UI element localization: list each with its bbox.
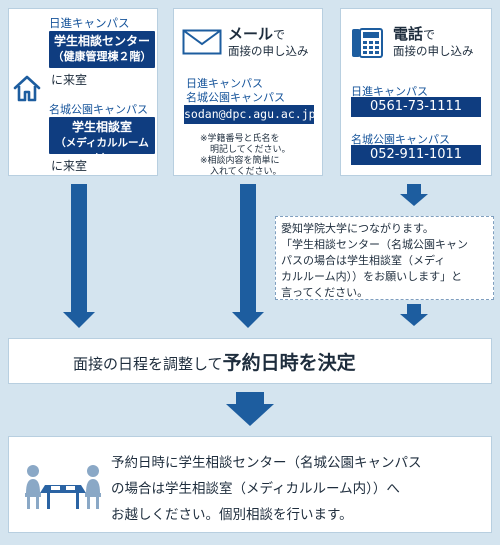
phone-note-line4: カルルーム内））をお願いします」と: [281, 270, 463, 283]
mail-note1-line1: ※学籍番号と氏名を: [200, 134, 280, 144]
visit-box: 日進キャンパス 学生相談センター （健康管理棟２階） に来室 名城公園キャンパス…: [8, 8, 158, 176]
phone-note-line5: 言ってください。: [281, 286, 369, 299]
arrow-phone-head: [400, 194, 428, 206]
arrow-phone-shaft: [407, 184, 421, 194]
phone-icon: [352, 28, 383, 58]
visit-come2: に来室: [51, 159, 88, 173]
schedule-lead: 面接の日程を調整して: [73, 355, 223, 373]
arrow-visit-shaft: [71, 184, 87, 312]
visit-room1-line1: 学生相談センター: [53, 34, 150, 48]
visit-room1-line2: （健康管理棟２階）: [52, 50, 152, 63]
mail-note2-line1: ※相談内容を簡単に: [200, 156, 280, 166]
mail-note1-line2: 明記してください。: [210, 145, 291, 155]
arrow-mail-head: [232, 312, 264, 328]
visit-campus2: 名城公園キャンパス: [49, 103, 148, 116]
phone-title-de: で: [423, 28, 436, 42]
final-line3: お越しください。個別相談を行います。: [111, 507, 353, 523]
mail-campus1: 日進キャンパス: [186, 77, 263, 90]
mail-title-de: で: [273, 28, 286, 42]
phone-title-em: 電話: [393, 25, 424, 43]
arrow-mail-shaft: [240, 184, 256, 312]
phone-box: 電話で 面接の申し込み 日進キャンパス 0561-73-1111 名城公園キャン…: [340, 8, 492, 176]
schedule-box: 面接の日程を調整して予約日時を決定: [8, 338, 492, 384]
visit-room1-tag: 学生相談センター （健康管理棟２階）: [49, 31, 155, 68]
arrow-final-head: [226, 404, 274, 426]
mail-box: メールで 面接の申し込み 日進キャンパス 名城公園キャンパス sodan@dpc…: [173, 8, 323, 177]
phone-subtitle: 面接の申し込み: [393, 44, 474, 58]
phone-title: 電話で: [393, 23, 435, 44]
mail-subtitle: 面接の申し込み: [228, 44, 309, 58]
phone-campus2: 名城公園キャンパス: [351, 133, 450, 146]
phone-note-line3: パスの場合は学生相談室（メディ: [281, 254, 446, 267]
arrow-note-shaft: [407, 304, 421, 314]
mail-title-em: メール: [228, 25, 274, 43]
final-line1: 予約日時に学生相談センター（名城公園キャンパス: [111, 455, 422, 471]
final-line2: の場合は学生相談室（メディカルルーム内））へ: [111, 481, 400, 497]
schedule-emphasis: 予約日時を決定: [222, 352, 356, 374]
visit-room2-line1: 学生相談室: [71, 120, 132, 134]
arrow-final-shaft: [236, 392, 264, 404]
mail-title: メールで: [228, 23, 285, 44]
arrow-note-head: [400, 314, 428, 326]
visit-room2-tag: 学生相談室 （メディカルルーム内）: [49, 117, 155, 165]
phone-note-line1: 愛知学院大学につながります。: [281, 222, 434, 235]
phone-number1[interactable]: 0561-73-1111: [351, 97, 481, 117]
visit-campus1: 日進キャンパス: [49, 16, 130, 30]
phone-note-line2: 「学生相談センター（名城公園キャン: [281, 238, 468, 251]
phone-campus1: 日進キャンパス: [351, 85, 428, 98]
envelope-icon: [182, 29, 222, 55]
final-box: 予約日時に学生相談センター（名城公園キャンパス の場合は学生相談室（メディカルル…: [8, 436, 492, 533]
arrow-visit-head: [63, 312, 95, 328]
visit-room2-line2: （メディカルルーム内）: [55, 137, 149, 165]
mail-campus2: 名城公園キャンパス: [186, 91, 285, 104]
phone-note-box: 愛知学院大学につながります。 「学生相談センター（名城公園キャン パスの場合は学…: [275, 216, 494, 300]
phone-number2[interactable]: 052-911-1011: [351, 145, 481, 165]
meeting-table-icon: [25, 465, 101, 509]
visit-come1: に来室: [51, 73, 88, 87]
house-icon: [13, 75, 41, 102]
mail-address[interactable]: sodan@dpc.agu.ac.jp: [184, 105, 316, 124]
mail-note2-line2: 入れてください。: [210, 167, 282, 177]
schedule-text: 面接の日程を調整して予約日時を決定: [73, 348, 356, 375]
